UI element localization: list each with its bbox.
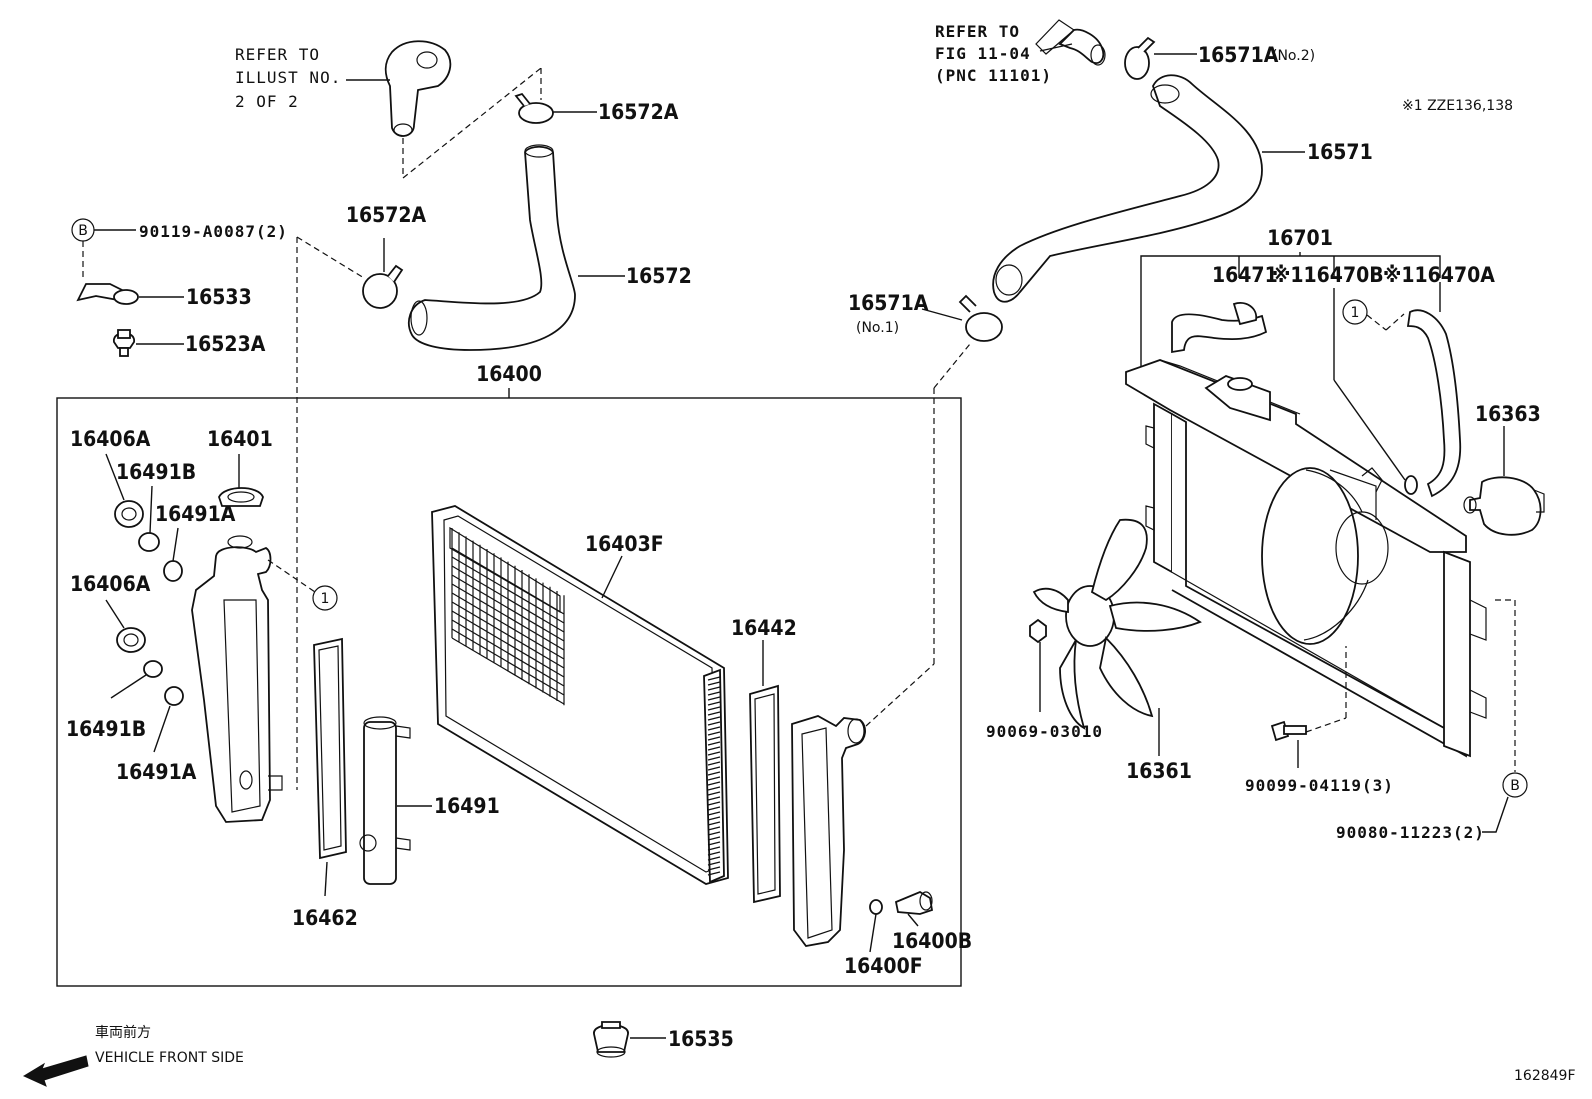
clamp-16571A-no1 — [921, 294, 1003, 342]
right-tank — [791, 715, 866, 947]
label-16571: 16571 — [1307, 140, 1373, 164]
grommet-16535 — [593, 1021, 666, 1058]
left-tank — [191, 535, 283, 823]
plug-16406A-b — [116, 627, 146, 653]
o-ring-16491A-a — [163, 560, 183, 582]
label-16572: 16572 — [626, 264, 692, 288]
hose-16571 — [992, 74, 1305, 303]
label-16470A: ※116470A — [1383, 263, 1495, 287]
label-16462: 16462 — [292, 906, 358, 930]
refer-note-illust: REFER TO ILLUST NO. 2 OF 2 — [235, 45, 341, 111]
front-side-en: VEHICLE FRONT SIDE — [95, 1050, 244, 1066]
hose-16572 — [408, 144, 625, 351]
bolt-90099 — [1270, 720, 1307, 768]
o-ring-16491A-b — [164, 686, 184, 706]
clamp-16470B — [1333, 288, 1418, 495]
gasket-16491B-b — [143, 660, 163, 678]
label-16403F: 16403F — [585, 532, 664, 556]
label-90080: 90080-11223(2) — [1336, 823, 1485, 842]
callout-1-left: 1 — [312, 585, 338, 611]
radiator-cap-16401 — [218, 487, 264, 507]
label-16361: 16361 — [1126, 759, 1192, 783]
label-16471: 16471 — [1212, 263, 1278, 287]
label-16401: 16401 — [207, 427, 273, 451]
o-ring-16400F — [869, 899, 883, 953]
front-side-jp: 車両前方 — [95, 1024, 151, 1041]
label-16442: 16442 — [731, 616, 797, 640]
label-16491B-b: 16491B — [66, 717, 146, 741]
label-16470B: ※116470B — [1272, 263, 1384, 287]
fan-shroud-16701 — [1125, 359, 1487, 758]
label-90099: 90099-04119(3) — [1245, 776, 1394, 795]
label-16400F: 16400F — [844, 954, 923, 978]
nut-90069 — [1029, 618, 1047, 712]
gasket-16462 — [313, 637, 347, 897]
label-16491: 16491 — [434, 794, 500, 818]
label-16523A: 16523A — [185, 332, 266, 356]
label-16571A-no2-sub: (No.2) — [1272, 48, 1315, 64]
label-16406A-b: 16406A — [70, 572, 151, 596]
label-16491B-a: 16491B — [116, 460, 196, 484]
gasket-16442 — [749, 640, 781, 904]
refer-note-fig: REFER TO FIG 11-04 (PNC 11101) — [935, 22, 1052, 85]
label-16363: 16363 — [1475, 402, 1541, 426]
label-16400: 16400 — [476, 362, 542, 386]
label-16535: 16535 — [668, 1027, 734, 1051]
label-16571A-no1-sub: (No.1) — [856, 320, 899, 336]
hose-16471 — [1171, 302, 1268, 354]
arrow-left-icon — [22, 1055, 89, 1087]
gasket-16491B-a — [138, 532, 160, 552]
b-marker-right: B — [1510, 778, 1520, 794]
figure-id: 162849F — [1514, 1068, 1576, 1084]
drain-cock-16400B — [894, 890, 934, 927]
callout-b-right: B — [1482, 599, 1528, 833]
label-16400B: 16400B — [892, 929, 972, 953]
clamp-16571A-no2 — [1124, 36, 1197, 80]
plug-16406A-a — [114, 500, 144, 528]
water-pipe-ref — [1035, 19, 1106, 66]
svg-text:ILLUST NO.: ILLUST NO. — [235, 68, 341, 87]
water-outlet-part — [346, 40, 452, 137]
callout-b-top: B — [71, 218, 136, 278]
label-16572A-mid: 16572A — [346, 203, 427, 227]
fan-motor-16363 — [1463, 426, 1545, 536]
label-16701: 16701 — [1267, 226, 1333, 250]
one-marker-right: 1 — [1351, 305, 1360, 321]
clamp-16572A-mid — [362, 238, 404, 309]
baffle-16491 — [359, 716, 432, 885]
b-marker-top: B — [78, 223, 88, 239]
grommet-16523A — [113, 329, 184, 357]
svg-text:REFER TO: REFER TO — [935, 22, 1020, 41]
label-16571A-no2: 16571A — [1198, 43, 1279, 67]
radiator-core-16403F — [431, 505, 729, 885]
vehicle-front-indicator: 車両前方 VEHICLE FRONT SIDE — [22, 1024, 244, 1087]
clamp-16572A-top — [514, 92, 597, 124]
label-16491A-b: 16491A — [116, 760, 197, 784]
shroud-bracket-line — [1140, 255, 1441, 370]
label-16406A-a: 16406A — [70, 427, 151, 451]
svg-text:(PNC 11101): (PNC 11101) — [935, 66, 1052, 85]
label-16571A-no1: 16571A — [848, 291, 929, 315]
callout-1-right: 1 — [1342, 299, 1368, 325]
one-marker-left: 1 — [321, 591, 330, 607]
label-90119: 90119-A0087(2) — [139, 222, 288, 241]
model-note: ※1 ZZE136,138 — [1402, 98, 1513, 114]
label-90069: 90069-03010 — [986, 722, 1103, 741]
svg-text:REFER TO: REFER TO — [235, 45, 320, 64]
label-16572A-top: 16572A — [598, 100, 679, 124]
hose-16470A — [1406, 282, 1462, 498]
svg-text:FIG 11-04: FIG 11-04 — [935, 44, 1031, 63]
bracket-16533 — [76, 283, 184, 305]
label-16533: 16533 — [186, 285, 252, 309]
svg-text:2 OF 2: 2 OF 2 — [235, 92, 299, 111]
fan-blade-16361 — [1032, 518, 1202, 756]
